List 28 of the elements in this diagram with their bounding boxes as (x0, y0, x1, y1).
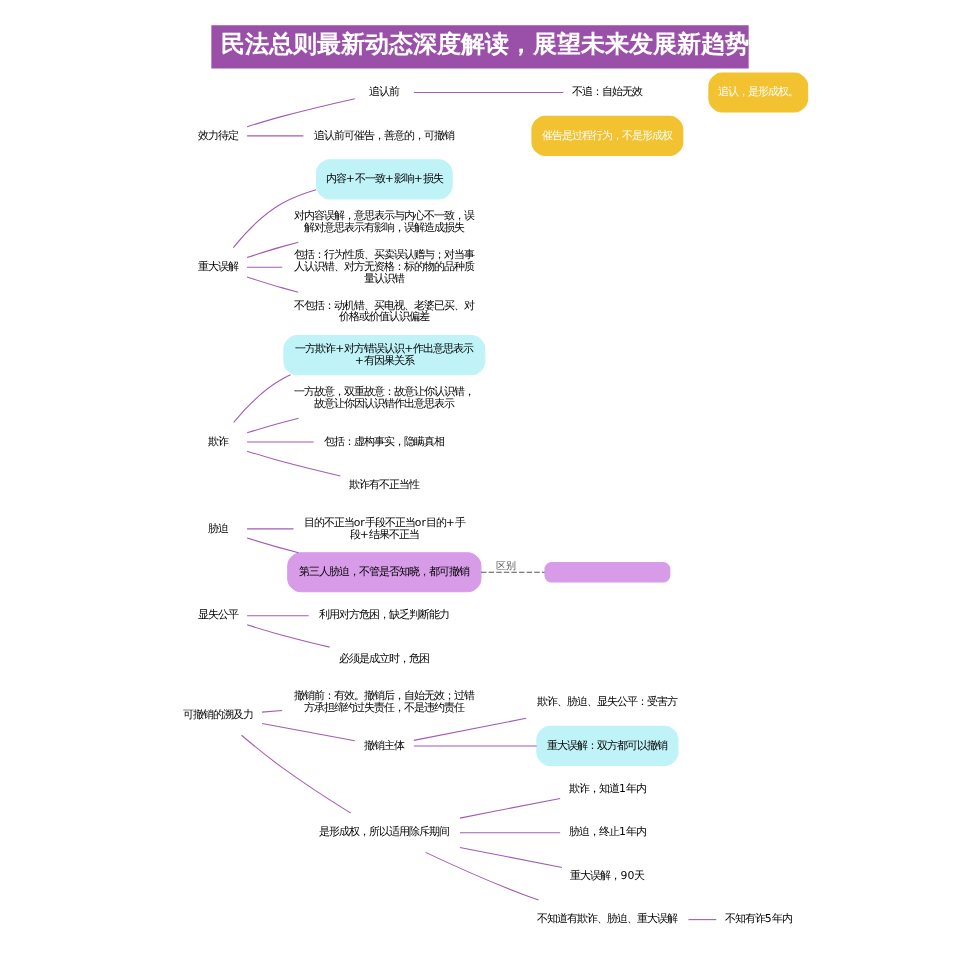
connector (261, 710, 283, 713)
connector (261, 723, 356, 742)
connector (246, 135, 304, 137)
connector (240, 734, 352, 814)
connector (459, 832, 561, 834)
connector (246, 266, 283, 268)
node-box (544, 561, 671, 583)
diagram-title: 民法总则最新动态深度解读，展望未来发展新趋势 (220, 29, 749, 58)
connector (687, 919, 717, 921)
connector (413, 717, 527, 741)
connector (459, 797, 561, 819)
connector (246, 98, 356, 128)
connector (246, 441, 315, 443)
connector (233, 374, 292, 423)
connector (232, 189, 317, 249)
connector (413, 91, 564, 94)
connector (246, 528, 294, 530)
connector (246, 537, 300, 554)
connector (246, 450, 341, 477)
connector (480, 571, 546, 573)
connector (246, 624, 331, 648)
connector (246, 276, 299, 293)
connector (246, 241, 299, 259)
connector (413, 745, 538, 747)
connector (246, 417, 300, 434)
connector (425, 851, 540, 901)
connector (459, 846, 563, 869)
connector (246, 615, 310, 617)
